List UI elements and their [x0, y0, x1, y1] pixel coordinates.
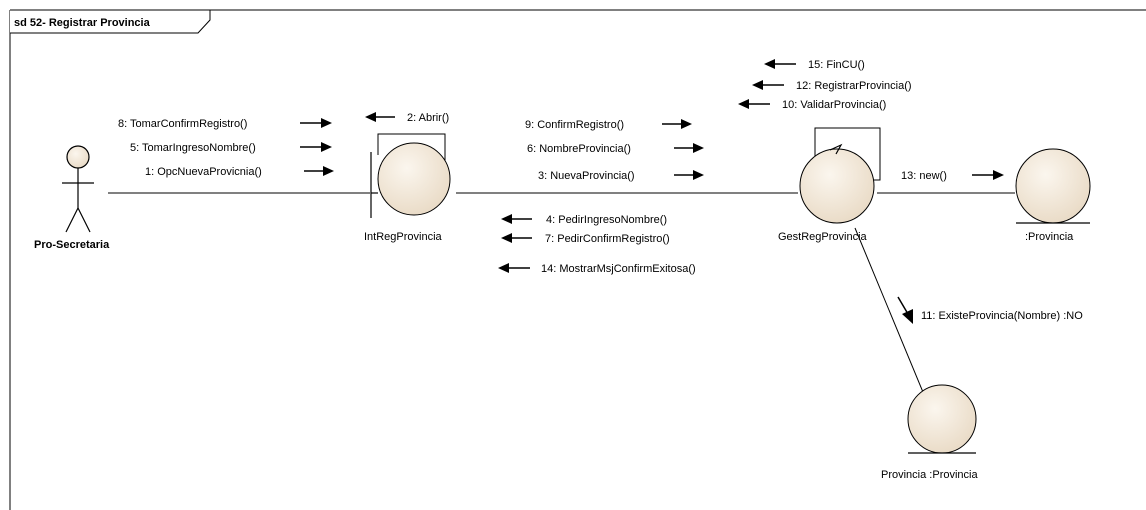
message-m3: 3: NuevaProvincia() — [538, 170, 635, 182]
actor-pro-secretaria[interactable] — [62, 145, 94, 233]
message-m13: 13: new() — [901, 170, 947, 182]
message-m15: 15: FinCU() — [808, 59, 865, 71]
arrow-m8 — [300, 118, 332, 128]
self-link-boundary — [377, 133, 446, 168]
control-object[interactable] — [799, 143, 875, 224]
actor-head-icon — [66, 145, 90, 169]
entity-provincia-new[interactable] — [1015, 148, 1091, 224]
message-arrows — [300, 59, 1004, 324]
boundary-icon — [377, 142, 451, 216]
arrow-m7 — [501, 233, 532, 243]
frame-title: sd 52- Registrar Provincia — [14, 17, 151, 29]
arrow-m3 — [674, 170, 704, 180]
boundary-object[interactable] — [370, 142, 451, 218]
message-labels: 8: TomarConfirmRegistro() 5: TomarIngres… — [118, 59, 1083, 322]
arrow-m12 — [752, 80, 784, 90]
entity-new-label: :Provincia — [1025, 231, 1074, 243]
entity-icon — [1015, 148, 1091, 224]
self-link-control — [814, 127, 881, 181]
arrow-m10 — [738, 99, 770, 109]
arrow-m1 — [304, 166, 334, 176]
boundary-label: IntRegProvincia — [364, 231, 443, 243]
entity-provincia-existing[interactable] — [907, 384, 977, 454]
arrow-m9 — [662, 119, 692, 129]
arrow-m5 — [300, 142, 332, 152]
arrow-m13 — [972, 170, 1004, 180]
entity-existing-label: Provincia :Provincia — [881, 469, 978, 481]
message-m6: 6: NombreProvincia() — [527, 143, 631, 155]
message-m10: 10: ValidarProvincia() — [782, 99, 886, 111]
message-m5: 5: TomarIngresoNombre() — [130, 142, 256, 154]
arrow-m15 — [764, 59, 796, 69]
control-label: GestRegProvincia — [778, 231, 868, 243]
link-control-existing — [854, 227, 926, 398]
message-m1: 1: OpcNuevaProvicnia() — [145, 166, 262, 178]
entity-existing-icon — [907, 384, 977, 454]
message-m2: 2: Abrir() — [407, 112, 449, 124]
arrow-m11 — [897, 296, 913, 324]
message-m14: 14: MostrarMsjConfirmExitosa() — [541, 263, 696, 275]
message-m9: 9: ConfirmRegistro() — [525, 119, 624, 131]
arrow-m6 — [674, 143, 704, 153]
message-m11: 11: ExisteProvincia(Nombre) :NO — [921, 310, 1083, 322]
message-m7: 7: PedirConfirmRegistro() — [545, 233, 670, 245]
arrow-m14 — [498, 263, 530, 273]
message-m4: 4: PedirIngresoNombre() — [546, 214, 667, 226]
arrow-m4 — [501, 214, 532, 224]
arrow-m2 — [365, 112, 395, 122]
links — [108, 127, 1015, 398]
message-m8: 8: TomarConfirmRegistro() — [118, 118, 247, 130]
actor-label: Pro-Secretaria — [34, 239, 110, 251]
message-m12: 12: RegistrarProvincia() — [796, 80, 912, 92]
control-icon — [799, 148, 875, 224]
diagram-frame: sd 52- Registrar Provincia — [9, 9, 1146, 510]
